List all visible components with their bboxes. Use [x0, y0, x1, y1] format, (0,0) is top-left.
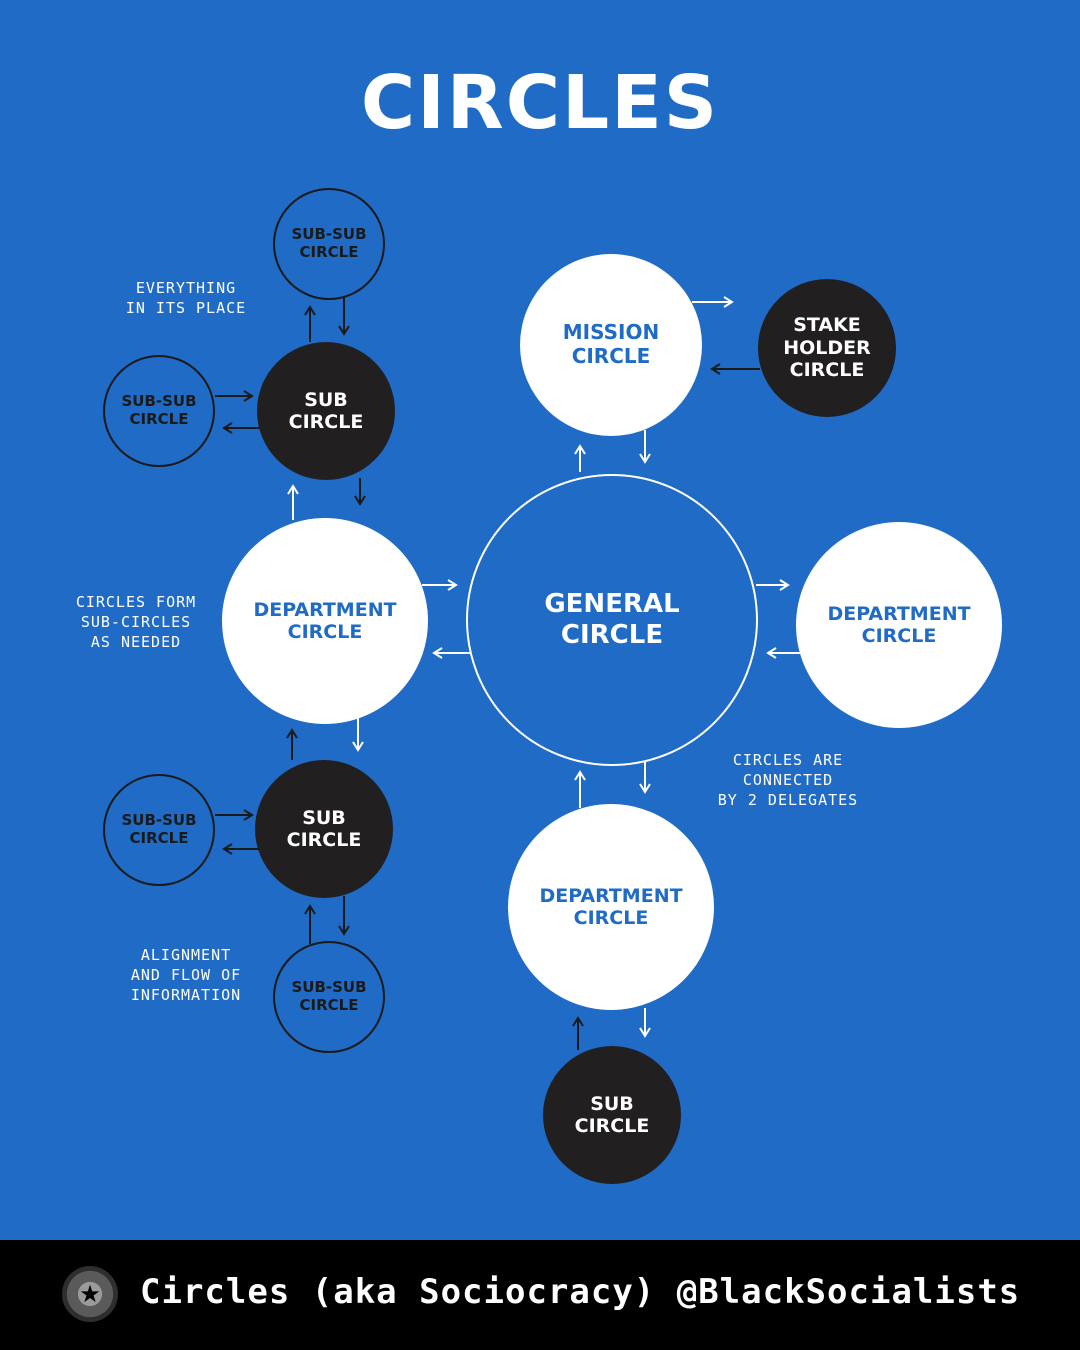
diagram-canvas: CIRCLES	[75, 60, 1002, 1184]
department-circle-left: DEPARTMENT CIRCLE	[222, 518, 428, 724]
sub-circle-bottom-label: SUB CIRCLE	[574, 1092, 650, 1137]
mission-circle-label: MISSION CIRCLE	[562, 320, 660, 368]
department-circle-left-label: DEPARTMENT CIRCLE	[253, 598, 397, 643]
sub-circle-top: SUB CIRCLE	[257, 342, 395, 480]
stakeholder-circle: STAKE HOLDER CIRCLE	[758, 279, 896, 417]
subsub-circle-left-bottom-label: SUB-SUB CIRCLE	[121, 811, 197, 847]
department-circle-right: DEPARTMENT CIRCLE	[796, 522, 1002, 728]
department-circle-bottom-label: DEPARTMENT CIRCLE	[539, 884, 683, 929]
star-icon: ★	[62, 1266, 118, 1322]
subsub-circle-left-top-label: SUB-SUB CIRCLE	[121, 392, 197, 428]
mission-circle: MISSION CIRCLE	[520, 254, 702, 436]
stakeholder-circle-label: STAKE HOLDER CIRCLE	[783, 314, 871, 382]
sub-circle-bottom: SUB CIRCLE	[543, 1046, 681, 1184]
note-alignment-and-flow: ALIGNMENT AND FLOW OF INFORMATION	[130, 946, 242, 1004]
subsub-circle-top: SUB-SUB CIRCLE	[273, 188, 385, 300]
subsub-circle-left-bottom: SUB-SUB CIRCLE	[103, 774, 215, 886]
note-circles-are-connected: CIRCLES ARE CONNECTED BY 2 DELEGATES	[717, 751, 859, 809]
department-circle-right-label: DEPARTMENT CIRCLE	[827, 602, 971, 647]
note-circles-form-sub-circles: CIRCLES FORM SUB-CIRCLES AS NEEDED	[75, 593, 197, 651]
subsub-circle-bottom: SUB-SUB CIRCLE	[273, 941, 385, 1053]
page-title: CIRCLES	[360, 60, 720, 146]
general-circle-label: GENERAL CIRCLE	[544, 589, 680, 650]
subsub-circle-top-label: SUB-SUB CIRCLE	[291, 225, 367, 261]
sub-circle-top-label: SUB CIRCLE	[288, 388, 364, 433]
department-circle-bottom: DEPARTMENT CIRCLE	[508, 804, 714, 1010]
sub-circle-left-bottom-label: SUB CIRCLE	[286, 806, 362, 851]
connector-arrows	[215, 296, 800, 1050]
subsub-circle-bottom-label: SUB-SUB CIRCLE	[291, 978, 367, 1014]
footer-bar: ★ Circles (aka Sociocracy) @BlackSociali…	[0, 1240, 1080, 1350]
sub-circle-left-bottom: SUB CIRCLE	[255, 760, 393, 898]
general-circle: GENERAL CIRCLE	[466, 474, 758, 766]
note-everything-in-its-place: EVERYTHING IN ITS PLACE	[125, 279, 247, 317]
subsub-circle-left-top: SUB-SUB CIRCLE	[103, 355, 215, 467]
footer-caption: Circles (aka Sociocracy) @BlackSocialist…	[140, 1272, 1021, 1312]
